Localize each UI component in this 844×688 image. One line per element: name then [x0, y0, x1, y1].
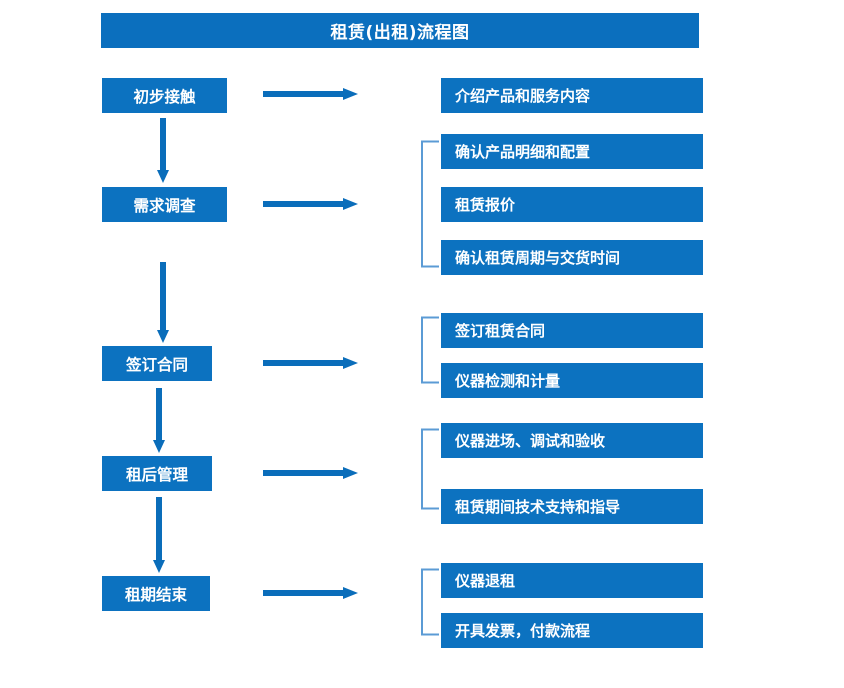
stage-box-needs-survey[interactable]: 需求调查 — [102, 187, 227, 222]
group-bracket-needs-survey — [420, 140, 440, 268]
detail-box-confirm-cycle-delivery[interactable]: 确认租赁周期与交货时间 — [441, 240, 703, 275]
down-arrow-icon-4 — [151, 497, 167, 574]
stage-box-rental-end[interactable]: 租期结束 — [102, 576, 210, 611]
stage-box-post-rent-manage[interactable]: 租后管理 — [102, 456, 212, 491]
down-arrow-icon-3 — [151, 388, 167, 454]
stage-box-initial-contact[interactable]: 初步接触 — [102, 78, 227, 113]
right-arrow-icon-4 — [263, 466, 359, 480]
stage-box-sign-contract[interactable]: 签订合同 — [102, 346, 212, 381]
detail-box-invoice-payment-process[interactable]: 开具发票，付款流程 — [441, 613, 703, 648]
down-arrow-icon-2 — [155, 262, 171, 344]
detail-box-sign-rental-contract[interactable]: 签订租赁合同 — [441, 313, 703, 348]
detail-box-instrument-entry-accept[interactable]: 仪器进场、调试和验收 — [441, 423, 703, 458]
detail-box-introduce-product-service[interactable]: 介绍产品和服务内容 — [441, 78, 703, 113]
group-bracket-rental-end — [420, 568, 440, 636]
detail-box-tech-support-guidance[interactable]: 租赁期间技术支持和指导 — [441, 489, 703, 524]
detail-box-confirm-product-config[interactable]: 确认产品明细和配置 — [441, 134, 703, 169]
page-title: 租赁(出租)流程图 — [101, 13, 699, 48]
group-bracket-post-rent-manage — [420, 428, 440, 510]
detail-box-rental-quote[interactable]: 租赁报价 — [441, 187, 703, 222]
down-arrow-icon-1 — [155, 118, 171, 184]
detail-box-instrument-return[interactable]: 仪器退租 — [441, 563, 703, 598]
detail-box-instrument-test-metering[interactable]: 仪器检测和计量 — [441, 363, 703, 398]
right-arrow-icon-2 — [263, 197, 359, 211]
right-arrow-icon-3 — [263, 356, 359, 370]
group-bracket-sign-contract — [420, 316, 440, 384]
right-arrow-icon-1 — [263, 87, 359, 101]
right-arrow-icon-5 — [263, 586, 359, 600]
